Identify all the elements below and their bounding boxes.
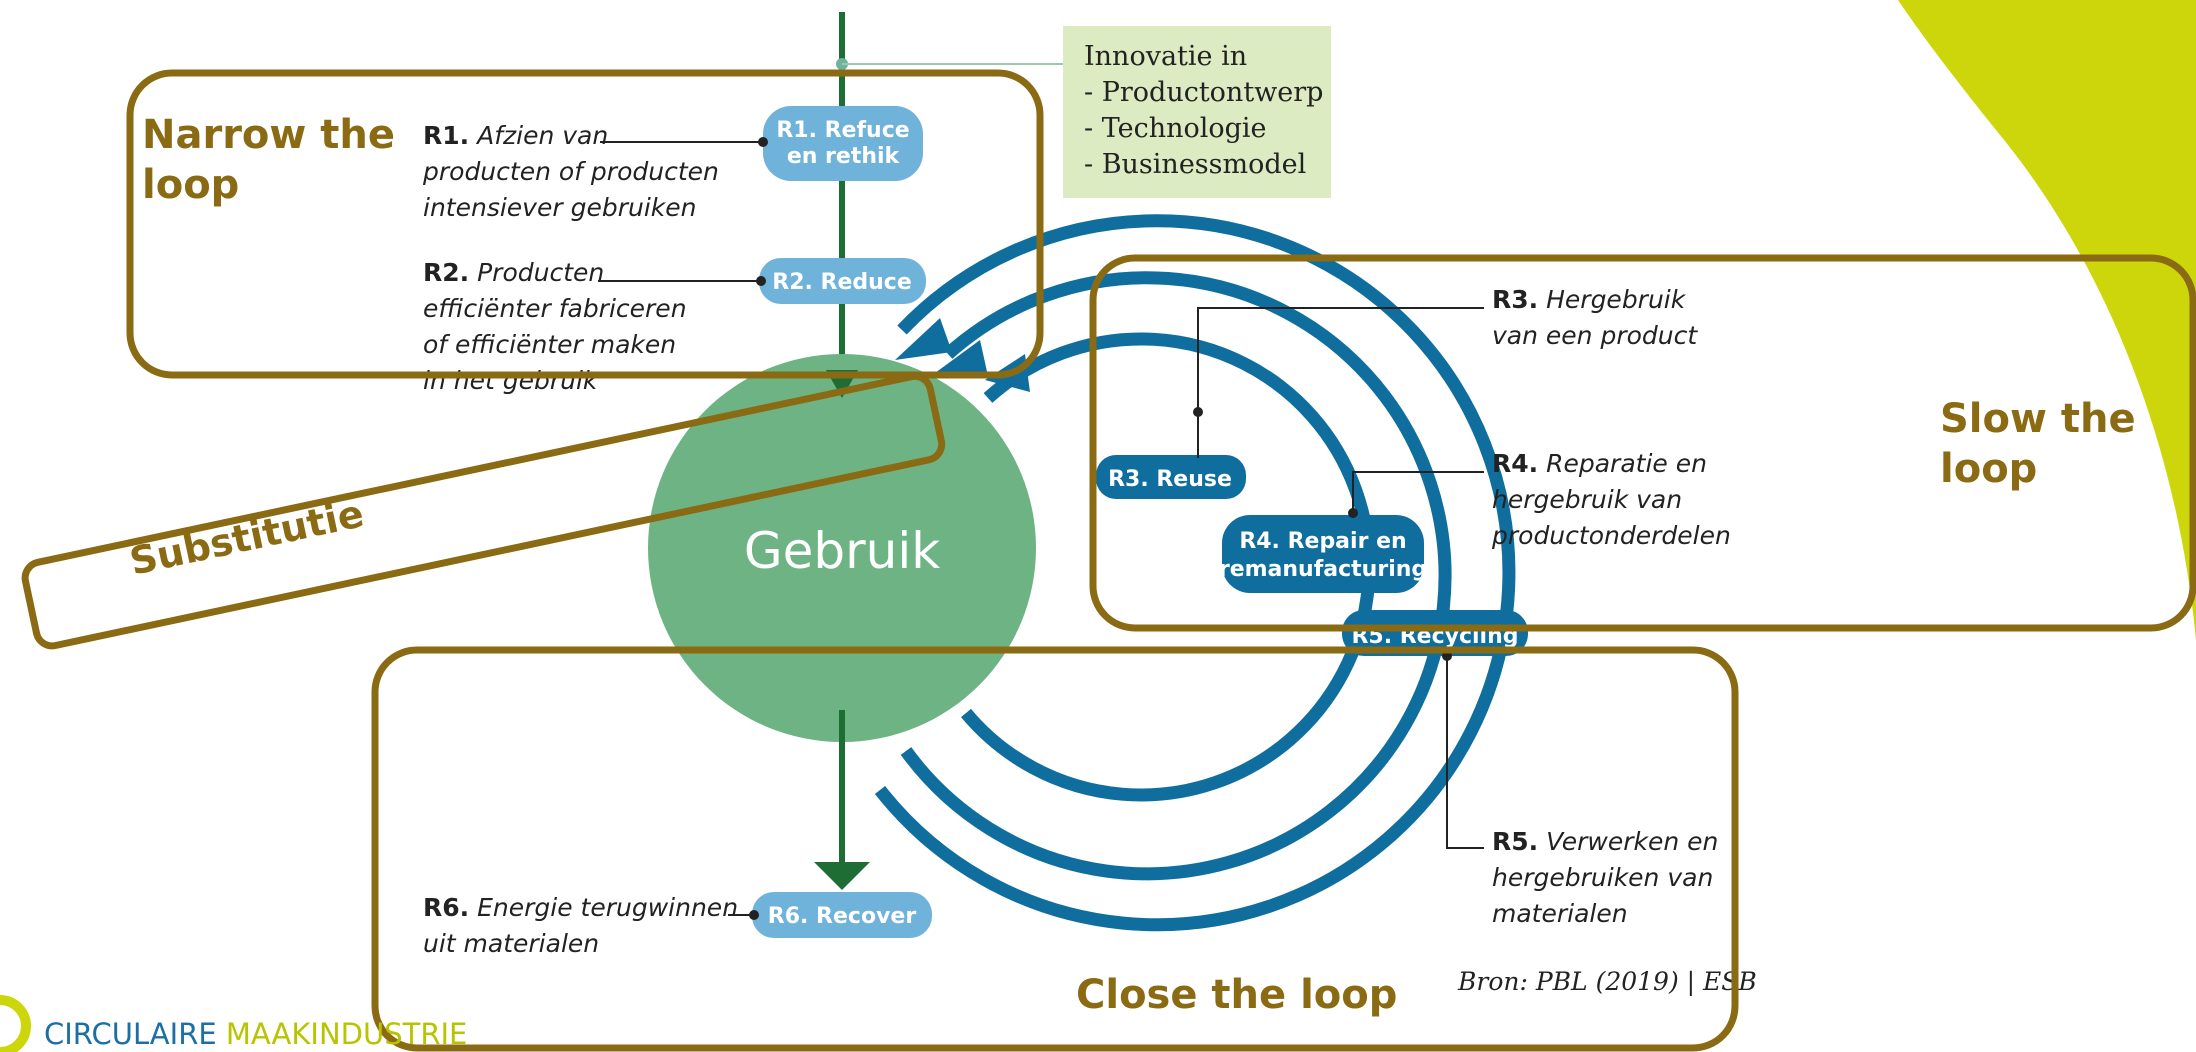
close-loop-label: Close the loop — [1076, 972, 1397, 1018]
innovation-item: - Productontwerp — [1084, 77, 1323, 108]
slow-loop-label: loop — [1940, 446, 2037, 492]
r1-code: R1. — [423, 121, 469, 150]
r4-repair-pill[interactable]: R4. Repair en remanufacturing — [1219, 515, 1427, 593]
r4-loop-arrowhead — [935, 340, 988, 376]
r6-code: R6. — [423, 893, 469, 922]
r2-pill-label: R2. Reduce — [772, 270, 912, 295]
r2-code: R2. — [423, 258, 469, 287]
brand-name-part2: MAAKINDUSTRIE — [226, 1017, 467, 1051]
svg-text:R6. Energie terugwinnen: R6. Energie terugwinnen — [423, 893, 738, 922]
slow-loop-frame — [1089, 254, 2196, 632]
r3-description: R3. Hergebruik van een product — [1492, 285, 1698, 350]
r3-leader — [1197, 307, 1484, 458]
r1-pill-label: en rethik — [787, 144, 901, 169]
svg-text:R5. Verwerken en: R5. Verwerken en — [1492, 827, 1718, 856]
brand-logo-arc — [0, 995, 31, 1052]
r5-description: R5. Verwerken en hergebruiken van materi… — [1492, 827, 1718, 928]
r6-line: Energie terugwinnen — [477, 893, 738, 922]
source-credit: Bron: PBL (2019) | ESB — [1457, 967, 1757, 997]
annotation-frames — [21, 69, 2196, 1052]
r5-loop-arc — [874, 214, 1516, 932]
r4-line: Reparatie en — [1546, 449, 1707, 478]
r4-code: R4. — [1492, 449, 1538, 478]
narrow-loop-label: Narrow the — [142, 112, 395, 158]
r6-line: uit materialen — [423, 929, 599, 958]
gebruik-label: Gebruik — [744, 522, 940, 580]
lime-corner-shape — [1898, 0, 2196, 640]
r1-description: R1. Afzien van producten of producten in… — [422, 121, 719, 222]
brand-name-part1: CIRCULAIRE — [44, 1017, 226, 1051]
r4-leader — [1352, 471, 1484, 518]
innovation-item: - Technologie — [1084, 113, 1267, 144]
r5-line: Verwerken en — [1546, 827, 1718, 856]
r5-leader — [1446, 656, 1484, 849]
r1-pill-label: R1. Refuce — [776, 118, 909, 143]
r5-loop-arrowhead — [895, 318, 952, 360]
r2-description: R2. Producten efficiënter fabriceren of … — [423, 258, 687, 395]
r2-line: of efficiënter maken — [423, 330, 676, 359]
leader-dots — [749, 137, 1452, 920]
r2-reduce-pill[interactable]: R2. Reduce — [759, 258, 926, 304]
r3-reuse-pill[interactable]: R3. Reuse — [1096, 455, 1246, 499]
r6-description: R6. Energie terugwinnen uit materialen — [423, 893, 738, 958]
r4-loop-arc — [900, 271, 1452, 881]
r2-line: efficiënter fabriceren — [423, 294, 687, 323]
r1-refuse-pill[interactable]: R1. Refuce en rethik — [763, 106, 923, 181]
r4-pill-label: remanufacturing — [1219, 557, 1427, 582]
innovation-item: - Businessmodel — [1084, 149, 1306, 180]
r3-line: Hergebruik — [1546, 285, 1687, 314]
r2-line: Producten — [477, 258, 604, 287]
r4-description: R4. Reparatie en hergebruik van producto… — [1491, 449, 1731, 550]
svg-text:R1. Afzien van: R1. Afzien van — [423, 121, 608, 150]
r3-code: R3. — [1492, 285, 1538, 314]
r1-line: intensiever gebruiken — [423, 193, 696, 222]
innovation-heading: Innovatie in — [1084, 41, 1247, 72]
innovation-box: Innovatie in - Productontwerp - Technolo… — [1063, 26, 1331, 198]
r1-line: Afzien van — [475, 121, 608, 150]
svg-text:CIRCULAIRE MAAKINDUSTRIE: CIRCULAIRE MAAKINDUSTRIE — [44, 1017, 467, 1051]
r5-line: materialen — [1492, 899, 1628, 928]
narrow-loop-label: loop — [142, 162, 239, 208]
r6-pill-label: R6. Recover — [768, 904, 917, 929]
r2-line: in het gebruik — [423, 366, 599, 395]
svg-text:R3. Hergebruik: R3. Hergebruik — [1492, 285, 1687, 314]
r5-code: R5. — [1492, 827, 1538, 856]
footer-brand: CIRCULAIRE MAAKINDUSTRIE — [0, 995, 467, 1052]
r3-pill-label: R3. Reuse — [1108, 467, 1232, 492]
recover-arrowhead — [814, 862, 870, 890]
svg-text:R4. Reparatie en: R4. Reparatie en — [1492, 449, 1707, 478]
close-loop-frame — [371, 646, 1739, 1052]
r3-line: van een product — [1492, 321, 1698, 350]
r4-pill-label: R4. Repair en — [1239, 529, 1406, 554]
r4-line: productonderdelen — [1491, 521, 1731, 550]
r4-line: hergebruik van — [1492, 485, 1682, 514]
substitution-frame — [21, 372, 946, 650]
svg-text:R2. Producten: R2. Producten — [423, 258, 604, 287]
narrow-loop-frame — [126, 69, 1044, 379]
slow-loop-label: Slow the — [1940, 396, 2136, 442]
r1-line: producten of producten — [422, 157, 719, 186]
r5-line: hergebruiken van — [1492, 863, 1713, 892]
substitution-label: Substitutie — [126, 491, 368, 583]
r6-recover-pill[interactable]: R6. Recover — [752, 892, 932, 938]
